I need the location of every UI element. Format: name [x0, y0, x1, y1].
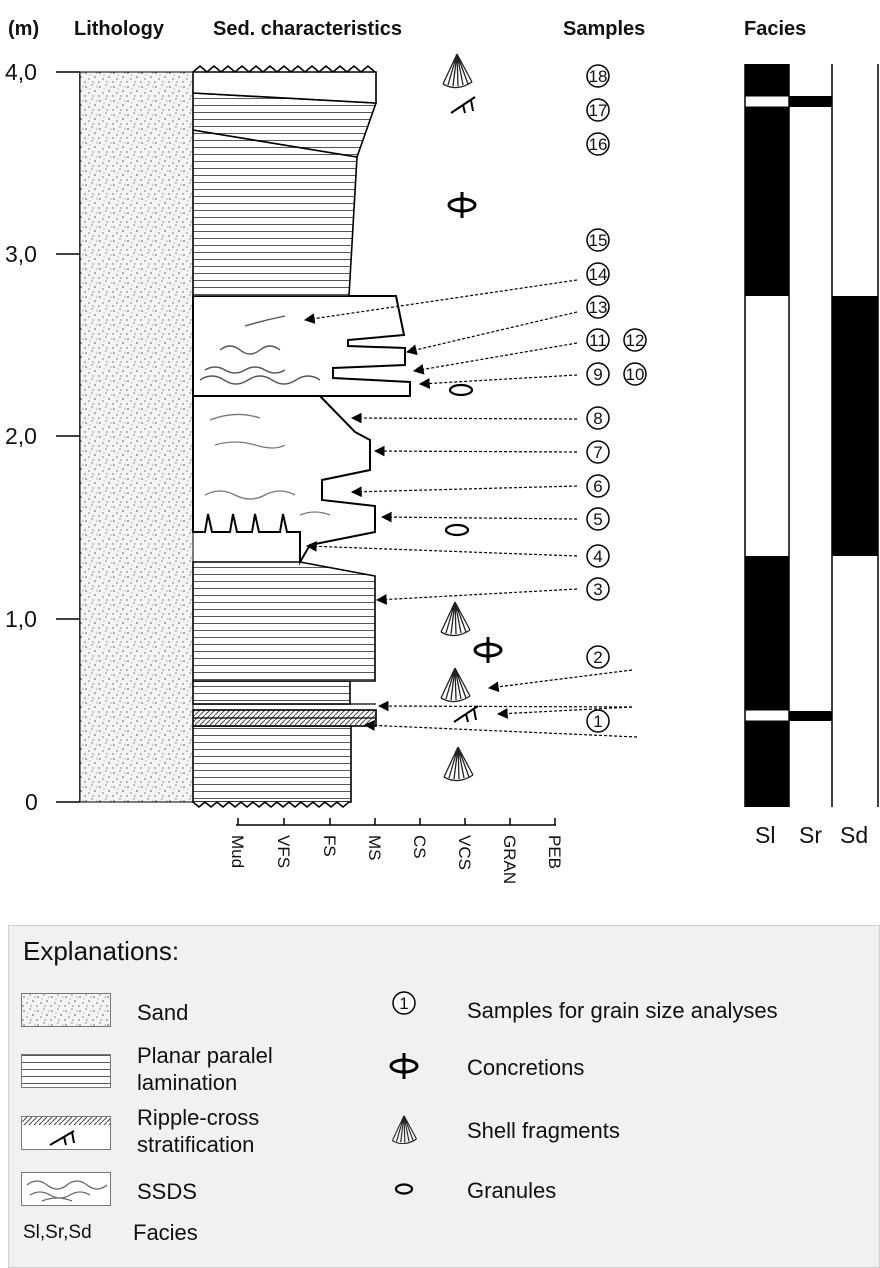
sample-5: 5: [593, 510, 602, 529]
depth-axis-ticks: [56, 71, 80, 803]
grain-size-peb: PEB: [545, 835, 564, 869]
sample-18: 18: [589, 67, 608, 86]
grain-size-vcs: VCS: [455, 835, 474, 870]
depth-tick-3: 3,0: [5, 241, 37, 267]
granule-icon: [394, 1183, 414, 1195]
sample-6: 6: [593, 477, 602, 496]
sample-8: 8: [593, 409, 602, 428]
legend-granules-label: Granules: [467, 1178, 557, 1203]
legend-ripple-label-1: Ripple-cross: [137, 1105, 260, 1130]
legend-concretions-label: Concretions: [467, 1055, 585, 1080]
sample-arrows: [303, 279, 638, 738]
legend-sand-label: Sand: [137, 1000, 189, 1025]
lithology-header: Lithology: [74, 18, 165, 40]
shell-fragments-icon: [440, 601, 471, 637]
ssds-swatch: [21, 1172, 111, 1206]
facies-label-sd: Sd: [840, 822, 868, 848]
sample-15: 15: [589, 231, 608, 250]
legend-ssds-label: SSDS: [137, 1179, 197, 1204]
sand-swatch: [21, 993, 111, 1027]
sample-1: 1: [593, 712, 602, 731]
sample-12: 12: [626, 331, 645, 350]
grain-size-vfs: VFS: [274, 835, 293, 868]
planar-lamination-swatch: [21, 1054, 111, 1088]
granule-icon: [448, 383, 474, 397]
unit-header: (m): [8, 18, 39, 40]
legend-panel: Explanations: Sand Planar paralel lamina…: [8, 925, 880, 1268]
grain-size-ticks: [237, 818, 556, 825]
samples-header: Samples: [563, 18, 645, 40]
facies-label-sr: Sr: [799, 822, 822, 848]
depth-tick-2: 2,0: [5, 423, 37, 449]
legend-shells-label: Shell fragments: [467, 1118, 620, 1143]
sample-2: 2: [593, 648, 602, 667]
concretion-icon: [473, 635, 503, 665]
legend-samples-label: Samples for grain size analyses: [467, 998, 778, 1023]
ripple-cross-icon: [453, 705, 479, 723]
grain-size-mud: Mud: [228, 835, 247, 868]
depth-tick-4: 4,0: [5, 59, 37, 85]
facies-label-sl: Sl: [755, 822, 775, 848]
sample-9: 9: [593, 365, 602, 384]
sample-17: 17: [589, 101, 608, 120]
grain-size-fs: FS: [320, 835, 339, 857]
legend-planar-label-1: Planar paralel: [137, 1043, 273, 1068]
legend-sample-number: 1: [399, 994, 408, 1013]
sample-3: 3: [593, 580, 602, 599]
sample-number-icon: 1: [392, 991, 416, 1015]
legend-facies-code: Sl,Sr,Sd: [23, 1222, 92, 1243]
grain-size-gran: GRAN: [500, 835, 519, 884]
ripple-cross-swatch: [21, 1116, 111, 1150]
shell-fragments-icon: [442, 53, 473, 89]
shell-fragments-icon: [391, 1115, 418, 1144]
facies-header: Facies: [744, 18, 806, 40]
grain-size-ms: MS: [365, 835, 384, 861]
depth-tick-0: 0: [25, 789, 38, 815]
legend-planar-label-2: lamination: [137, 1070, 238, 1095]
sample-16: 16: [589, 135, 608, 154]
shell-fragments-icon: [440, 667, 471, 703]
sample-4: 4: [593, 547, 602, 566]
legend-title: Explanations:: [23, 936, 180, 966]
stratigraphic-log: (m) Lithology Sed. characteristics Sampl…: [5, 18, 879, 884]
sample-10: 10: [626, 365, 645, 384]
grain-size-cs: CS: [410, 835, 429, 859]
sample-11: 11: [589, 331, 607, 350]
legend-facies-label: Facies: [133, 1220, 198, 1245]
sed-characteristics-header: Sed. characteristics: [213, 18, 402, 40]
depth-tick-1: 1,0: [5, 606, 37, 632]
facies-column: [744, 64, 879, 807]
sample-13: 13: [589, 298, 608, 317]
legend-ripple-label-2: stratification: [137, 1132, 255, 1157]
granule-icon: [444, 523, 470, 537]
shell-fragments-icon: [443, 746, 474, 782]
lithology-sand-column: [79, 71, 194, 803]
concretion-icon: [447, 190, 477, 220]
sample-7: 7: [593, 443, 602, 462]
sample-14: 14: [589, 265, 608, 284]
ripple-cross-icon: [450, 96, 476, 114]
concretion-icon: [389, 1051, 419, 1081]
sed-log: [192, 65, 411, 808]
sample-markers: 18 17 16 15 14 13 11 12 9 10 8 7 6 5 4 3…: [586, 64, 647, 733]
